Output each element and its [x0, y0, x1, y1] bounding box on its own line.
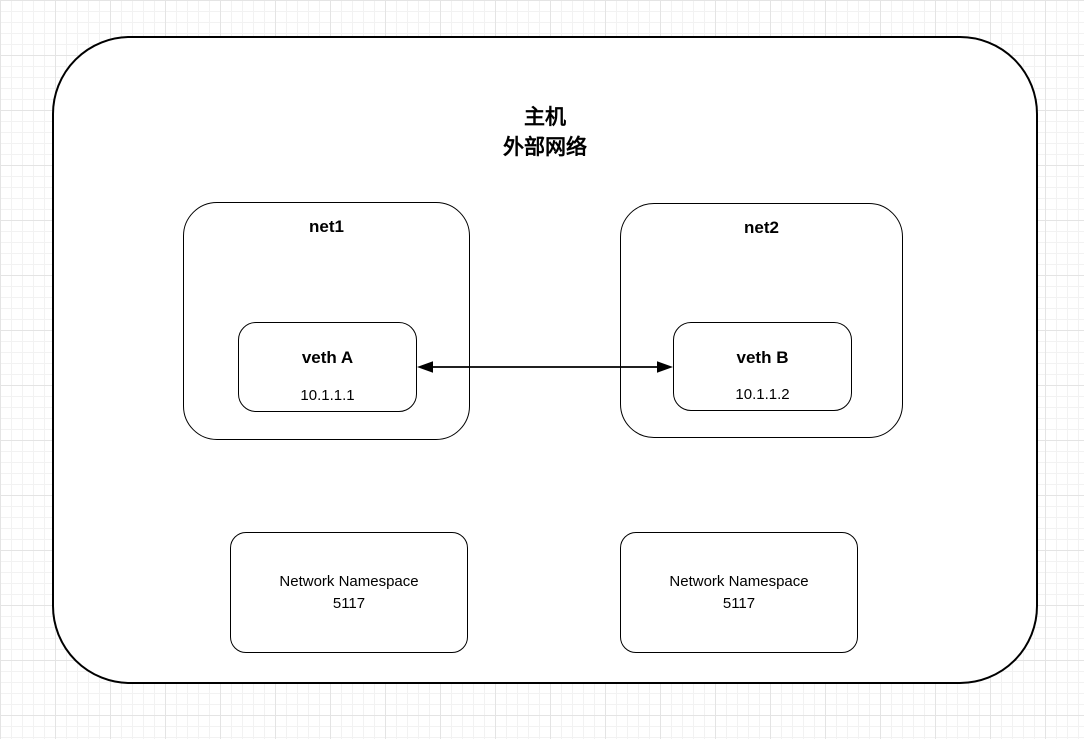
network-namespace-right-line2: 5117 [722, 594, 756, 612]
veth-a-name: veth A [301, 348, 354, 367]
veth-b-ip: 10.1.1.2 [735, 386, 790, 403]
host-title-line1: 主机 [524, 106, 566, 129]
veth-a-box: veth A 10.1.1.1 [238, 322, 417, 412]
veth-b-name: veth B [736, 348, 789, 367]
host-title-line2: 外部网络 [503, 136, 587, 159]
veth-b-box: veth B 10.1.1.2 [673, 322, 852, 411]
veth-a-ip: 10.1.1.1 [300, 387, 355, 404]
network-namespace-left-line2: 5117 [332, 594, 366, 612]
veth-connection-arrow [417, 361, 673, 373]
network-namespace-left-line1: Network Namespace [279, 572, 419, 590]
net2-label: net2 [744, 218, 779, 237]
network-namespace-left-box: Network Namespace 5117 [230, 532, 468, 653]
network-namespace-right-line1: Network Namespace [669, 572, 809, 590]
net1-label: net1 [309, 217, 344, 236]
network-namespace-right-box: Network Namespace 5117 [620, 532, 858, 653]
host-title: 主机 外部网络 [52, 103, 1038, 163]
